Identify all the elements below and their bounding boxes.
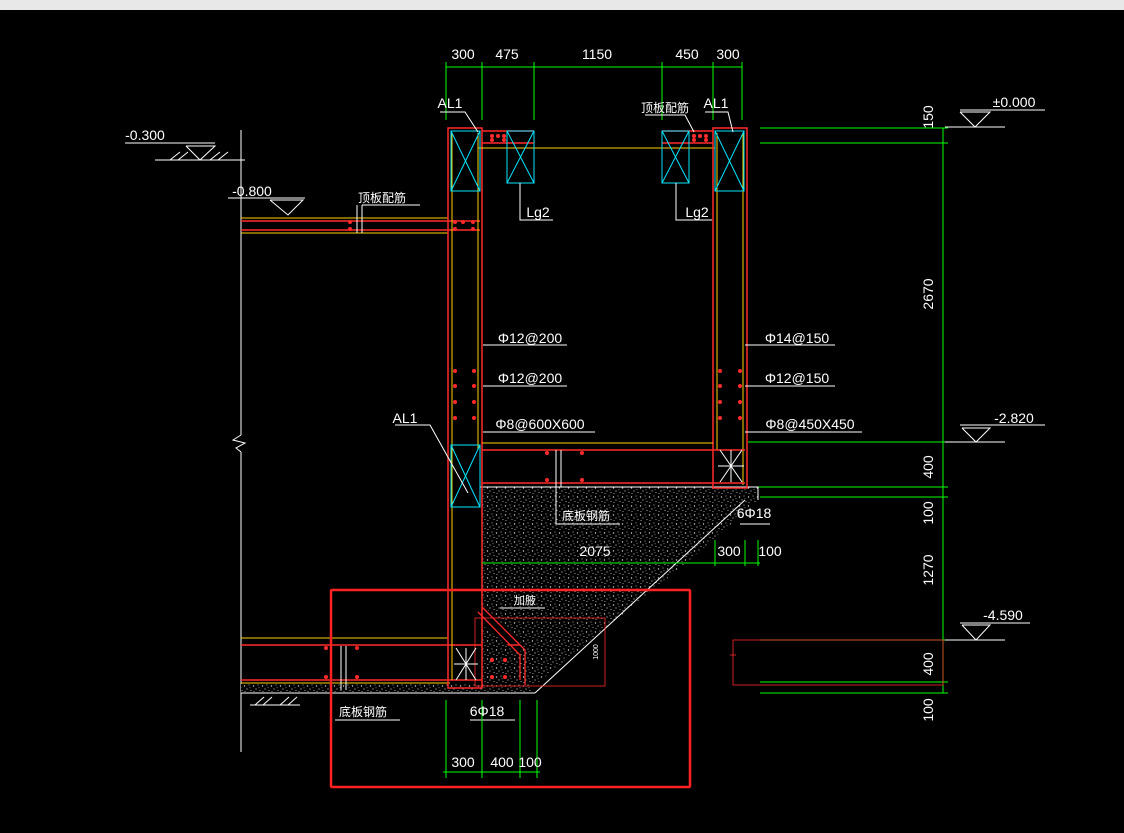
elevation-mid-right: -2.820 bbox=[994, 410, 1034, 426]
rebar-left-1: Φ12@200 bbox=[498, 330, 563, 346]
footing-fill bbox=[480, 486, 759, 694]
dim-right-7: 100 bbox=[920, 698, 936, 722]
label-al1-top-left: AL1 bbox=[438, 95, 463, 111]
dim-right-5: 1270 bbox=[920, 554, 936, 585]
haunch bbox=[474, 606, 606, 687]
dim-bottom-1: 300 bbox=[451, 754, 475, 770]
dim-top-3: 1150 bbox=[582, 46, 612, 62]
right-wall bbox=[712, 127, 748, 489]
dim-footing-width: 2075 bbox=[579, 543, 610, 559]
label-bottom-slab-rebar-mid: 底板钢筋 bbox=[562, 508, 610, 523]
elevation-low-right: -4.590 bbox=[983, 607, 1023, 623]
dim-bottom-2: 400 bbox=[490, 754, 514, 770]
rebar-left-2: Φ12@200 bbox=[498, 370, 563, 386]
elevation-ground-left: -0.300 bbox=[125, 127, 165, 143]
right-dimension-chain bbox=[748, 127, 948, 694]
window-top-bar bbox=[0, 0, 1124, 10]
top-slab bbox=[482, 130, 713, 144]
right-marker-box bbox=[730, 639, 944, 686]
label-top-slab-rebar-right: 顶板配筋 bbox=[641, 100, 689, 115]
left-bottom-slab bbox=[241, 637, 535, 694]
rebar-left-3: Φ8@600X600 bbox=[495, 416, 584, 432]
dim-right-4: 100 bbox=[920, 501, 936, 525]
dim-top-2: 475 bbox=[495, 46, 519, 62]
rebar-dots bbox=[324, 134, 742, 679]
left-outline bbox=[231, 130, 300, 752]
dim-bottom-3: 100 bbox=[518, 754, 542, 770]
highlight-box bbox=[329, 588, 692, 789]
rebar-bar-lower: 6Φ18 bbox=[470, 703, 505, 719]
dim-haunch-height: 1000 bbox=[593, 644, 600, 660]
dim-top-1: 300 bbox=[451, 46, 475, 62]
elevation-markers bbox=[125, 109, 1045, 641]
dim-right-3: 400 bbox=[920, 455, 936, 479]
cad-section-drawing: 300 475 1150 450 300 150 2670 400 100 12… bbox=[125, 46, 1045, 789]
rebar-right-1: Φ14@150 bbox=[765, 330, 830, 346]
label-haunch: 加腋 bbox=[514, 593, 536, 607]
white-x-marks bbox=[454, 449, 744, 681]
box-bottom-slab bbox=[482, 442, 745, 487]
rebar-right-3: Φ8@450X450 bbox=[765, 416, 854, 432]
dim-footing-offset-2: 100 bbox=[758, 543, 782, 559]
rebar-right-2: Φ12@150 bbox=[765, 370, 830, 386]
top-dimension-chain bbox=[445, 62, 743, 120]
leader-lines bbox=[335, 111, 862, 721]
label-lg2-right: Lg2 bbox=[685, 204, 709, 220]
label-al1-mid: AL1 bbox=[393, 410, 418, 426]
rebar-bar-upper: 6Φ18 bbox=[737, 505, 772, 521]
dim-footing-offset-1: 300 bbox=[717, 543, 741, 559]
bottom-dimension-chain bbox=[443, 540, 760, 778]
label-top-slab-rebar-left: 顶板配筋 bbox=[358, 190, 406, 205]
left-top-slab bbox=[241, 205, 480, 234]
elevation-top-right: ±0.000 bbox=[993, 94, 1036, 110]
dim-right-1: 150 bbox=[920, 105, 936, 129]
elevation-slab-left: -0.800 bbox=[232, 183, 272, 199]
dim-right-2: 2670 bbox=[920, 278, 936, 309]
label-lg2-left: Lg2 bbox=[526, 204, 550, 220]
dim-right-6: 400 bbox=[920, 652, 936, 676]
label-al1-top-right: AL1 bbox=[704, 95, 729, 111]
dim-top-5: 300 bbox=[716, 46, 740, 62]
label-bottom-slab-rebar-low: 底板钢筋 bbox=[339, 704, 387, 719]
dim-top-4: 450 bbox=[675, 46, 699, 62]
